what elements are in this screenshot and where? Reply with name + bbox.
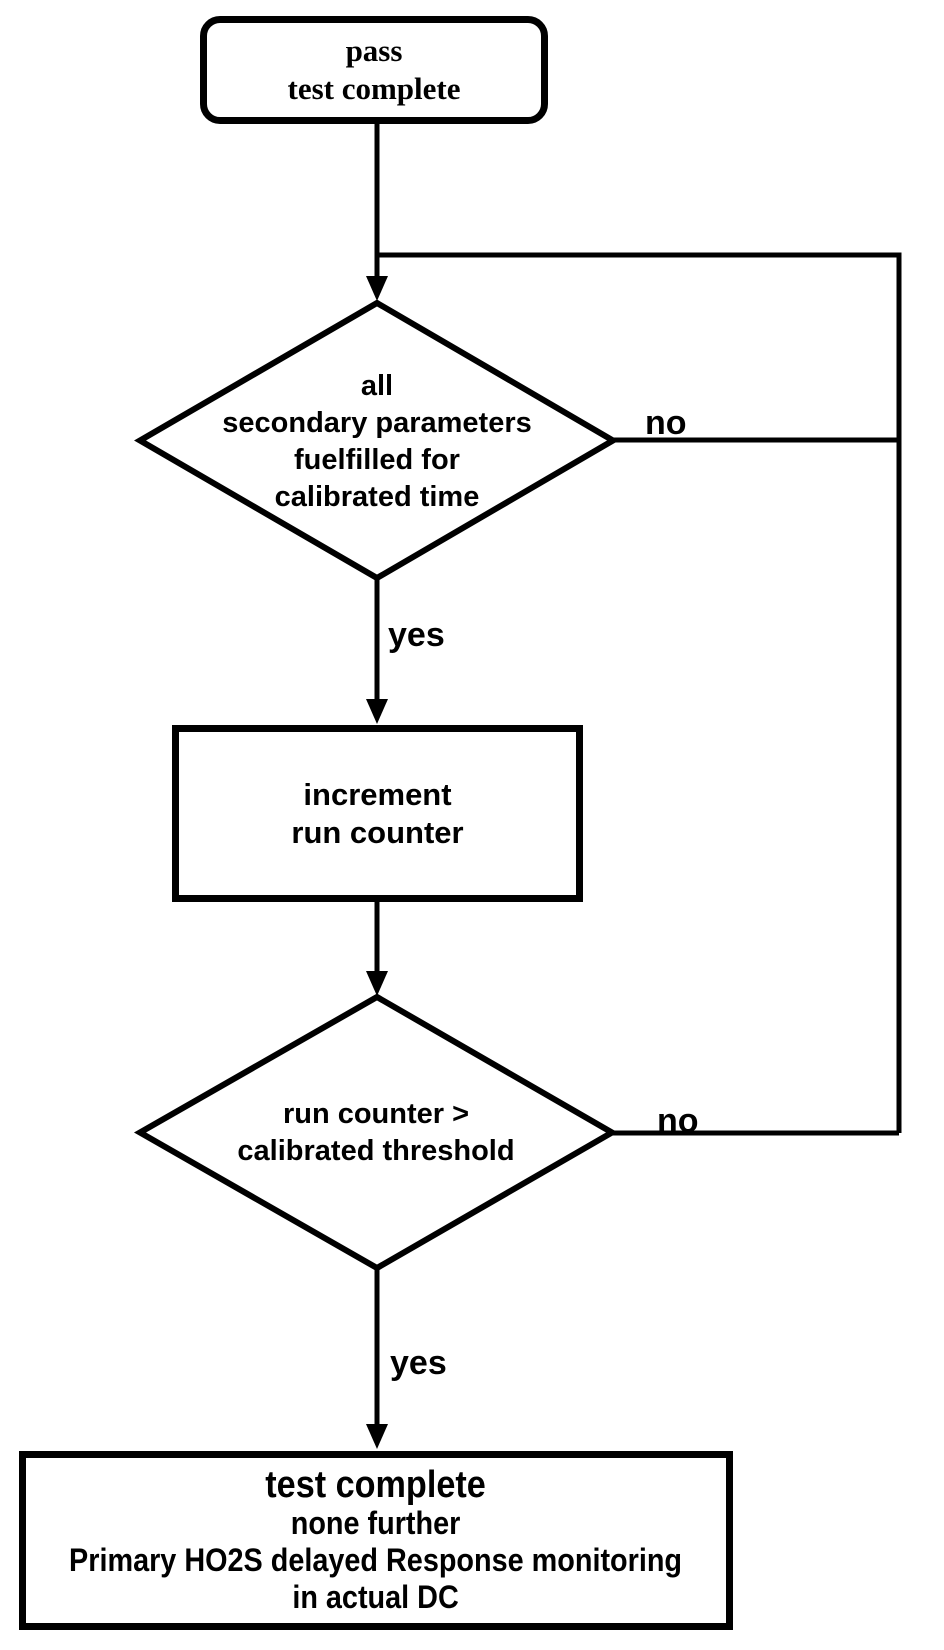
decision2-shape	[133, 993, 619, 1272]
decision1-line4: calibrated time	[274, 481, 480, 513]
decision2-yes-label: yes	[390, 1344, 447, 1382]
decision1-line1: all	[360, 370, 394, 402]
start-node-line1: pass	[345, 33, 403, 68]
decision1-line2: secondary parameters	[222, 407, 532, 439]
arrowhead-start-to-decision1	[366, 276, 388, 301]
process-node-line2: run counter	[291, 814, 464, 850]
arrowhead-process-to-decision2	[366, 971, 388, 996]
arrowhead-decision2-to-end	[366, 1424, 388, 1449]
process-node: increment run counter	[172, 725, 583, 902]
start-node-line2: test complete	[287, 71, 461, 106]
end-node-line3: in actual DC	[292, 1579, 460, 1615]
process-node-line1: increment	[303, 776, 452, 812]
decision2-label: run counter > calibrated threshold	[126, 1096, 626, 1170]
decision2-line1: run counter >	[282, 1098, 470, 1130]
loop-back-line	[377, 252, 902, 1133]
end-node-line1: none further	[291, 1505, 461, 1541]
decision1-no-label: no	[645, 404, 687, 442]
decision1-label: all secondary parameters fuelfilled for …	[127, 368, 627, 516]
start-node: pass test complete	[200, 16, 548, 124]
decision1-line3: fuelfilled for	[294, 444, 460, 476]
end-node-line2: Primary HO2S delayed Response monitoring	[69, 1542, 683, 1578]
end-node-text: test complete none further Primary HO2S …	[70, 1465, 683, 1616]
decision2-line2: calibrated threshold	[237, 1135, 515, 1167]
arrowhead-decision1-to-process	[366, 699, 388, 724]
end-node: test complete none further Primary HO2S …	[19, 1451, 733, 1630]
decision1-shape	[134, 299, 619, 582]
decision2-no-label: no	[657, 1102, 699, 1140]
end-node-title: test complete	[265, 1464, 487, 1506]
decision1-yes-label: yes	[388, 616, 445, 654]
